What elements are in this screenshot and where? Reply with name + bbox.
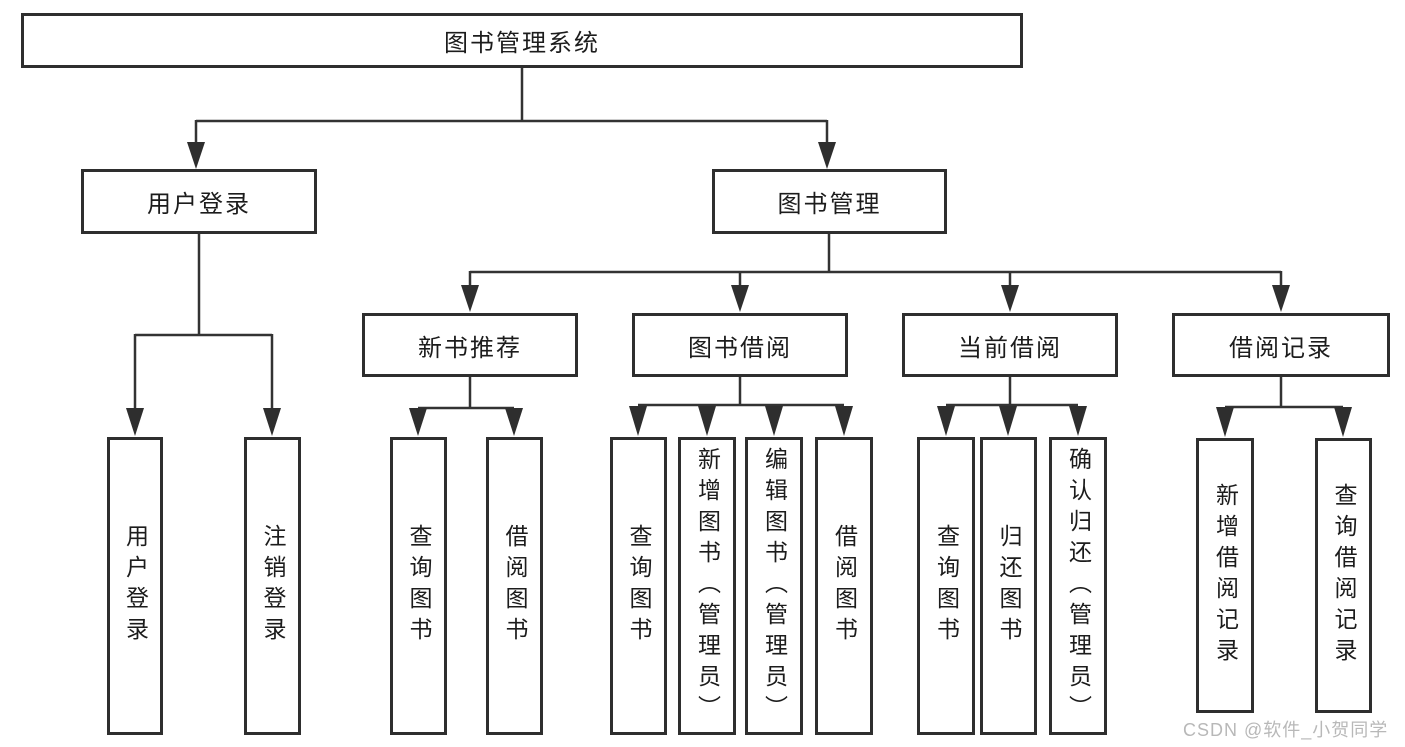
leaf-query-books-current: 查询图书 [917, 437, 975, 735]
leaf-logout: 注销登录 [244, 437, 301, 735]
leaf-query-borrow-record: 查询借阅记录 [1315, 438, 1372, 713]
leaf-user-login: 用户登录 [107, 437, 163, 735]
connector-borrow-to-leaves [629, 377, 853, 436]
node-label: 新增图书（管理员） [694, 446, 721, 726]
connector-newrec-to-leaves [409, 377, 523, 436]
leaf-borrow-books-recommend: 借阅图书 [486, 437, 543, 735]
leaf-borrow-books: 借阅图书 [815, 437, 873, 735]
leaf-confirm-return-admin: 确认归还（管理员） [1049, 437, 1107, 735]
leaf-add-books-admin: 新增图书（管理员） [678, 437, 736, 735]
node-label: 新增借阅记录 [1212, 482, 1239, 669]
leaf-edit-books-admin: 编辑图书（管理员） [745, 437, 803, 735]
connector-root-to-level2 [187, 68, 836, 169]
node-label: 图书管理 [777, 191, 882, 218]
node-borrowing-records: 借阅记录 [1172, 313, 1390, 377]
connector-current-to-leaves [937, 377, 1087, 436]
leaf-return-books: 归还图书 [980, 437, 1037, 735]
node-label: 注销登录 [260, 524, 286, 648]
leaf-query-books-borrowing: 查询图书 [610, 437, 667, 735]
node-book-management: 图书管理 [712, 169, 947, 234]
node-label: 确认归还（管理员） [1065, 446, 1092, 726]
node-label: 新书推荐 [418, 334, 522, 362]
connector-login-to-leaves [126, 234, 281, 436]
node-label: 图书借阅 [688, 334, 792, 362]
node-label: 编辑图书（管理员） [761, 446, 788, 726]
node-new-book-recommendation: 新书推荐 [362, 313, 578, 377]
node-label: 借阅图书 [502, 524, 528, 648]
node-label: 归还图书 [996, 524, 1022, 648]
leaf-add-borrow-record: 新增借阅记录 [1196, 438, 1254, 713]
connector-records-to-leaves [1216, 377, 1352, 437]
node-label: 查询借阅记录 [1331, 482, 1357, 669]
node-label: 查询图书 [933, 524, 960, 648]
node-book-borrowing: 图书借阅 [632, 313, 848, 377]
node-label: 查询图书 [406, 524, 432, 648]
node-current-borrowing: 当前借阅 [902, 313, 1118, 377]
connector-mgmt-to-level3 [461, 234, 1290, 312]
csdn-watermark: CSDN @软件_小贺同学 [1183, 720, 1389, 740]
node-label: 用户登录 [122, 524, 149, 648]
node-label: 借阅图书 [831, 524, 858, 648]
node-label: 当前借阅 [958, 334, 1062, 362]
node-library-management-system: 图书管理系统 [21, 13, 1023, 68]
node-label: 查询图书 [626, 524, 652, 648]
node-user-login: 用户登录 [81, 169, 317, 234]
node-label: 图书管理系统 [444, 30, 600, 57]
leaf-query-books-recommend: 查询图书 [390, 437, 447, 735]
node-label: 用户登录 [147, 191, 251, 218]
node-label: 借阅记录 [1229, 334, 1333, 362]
